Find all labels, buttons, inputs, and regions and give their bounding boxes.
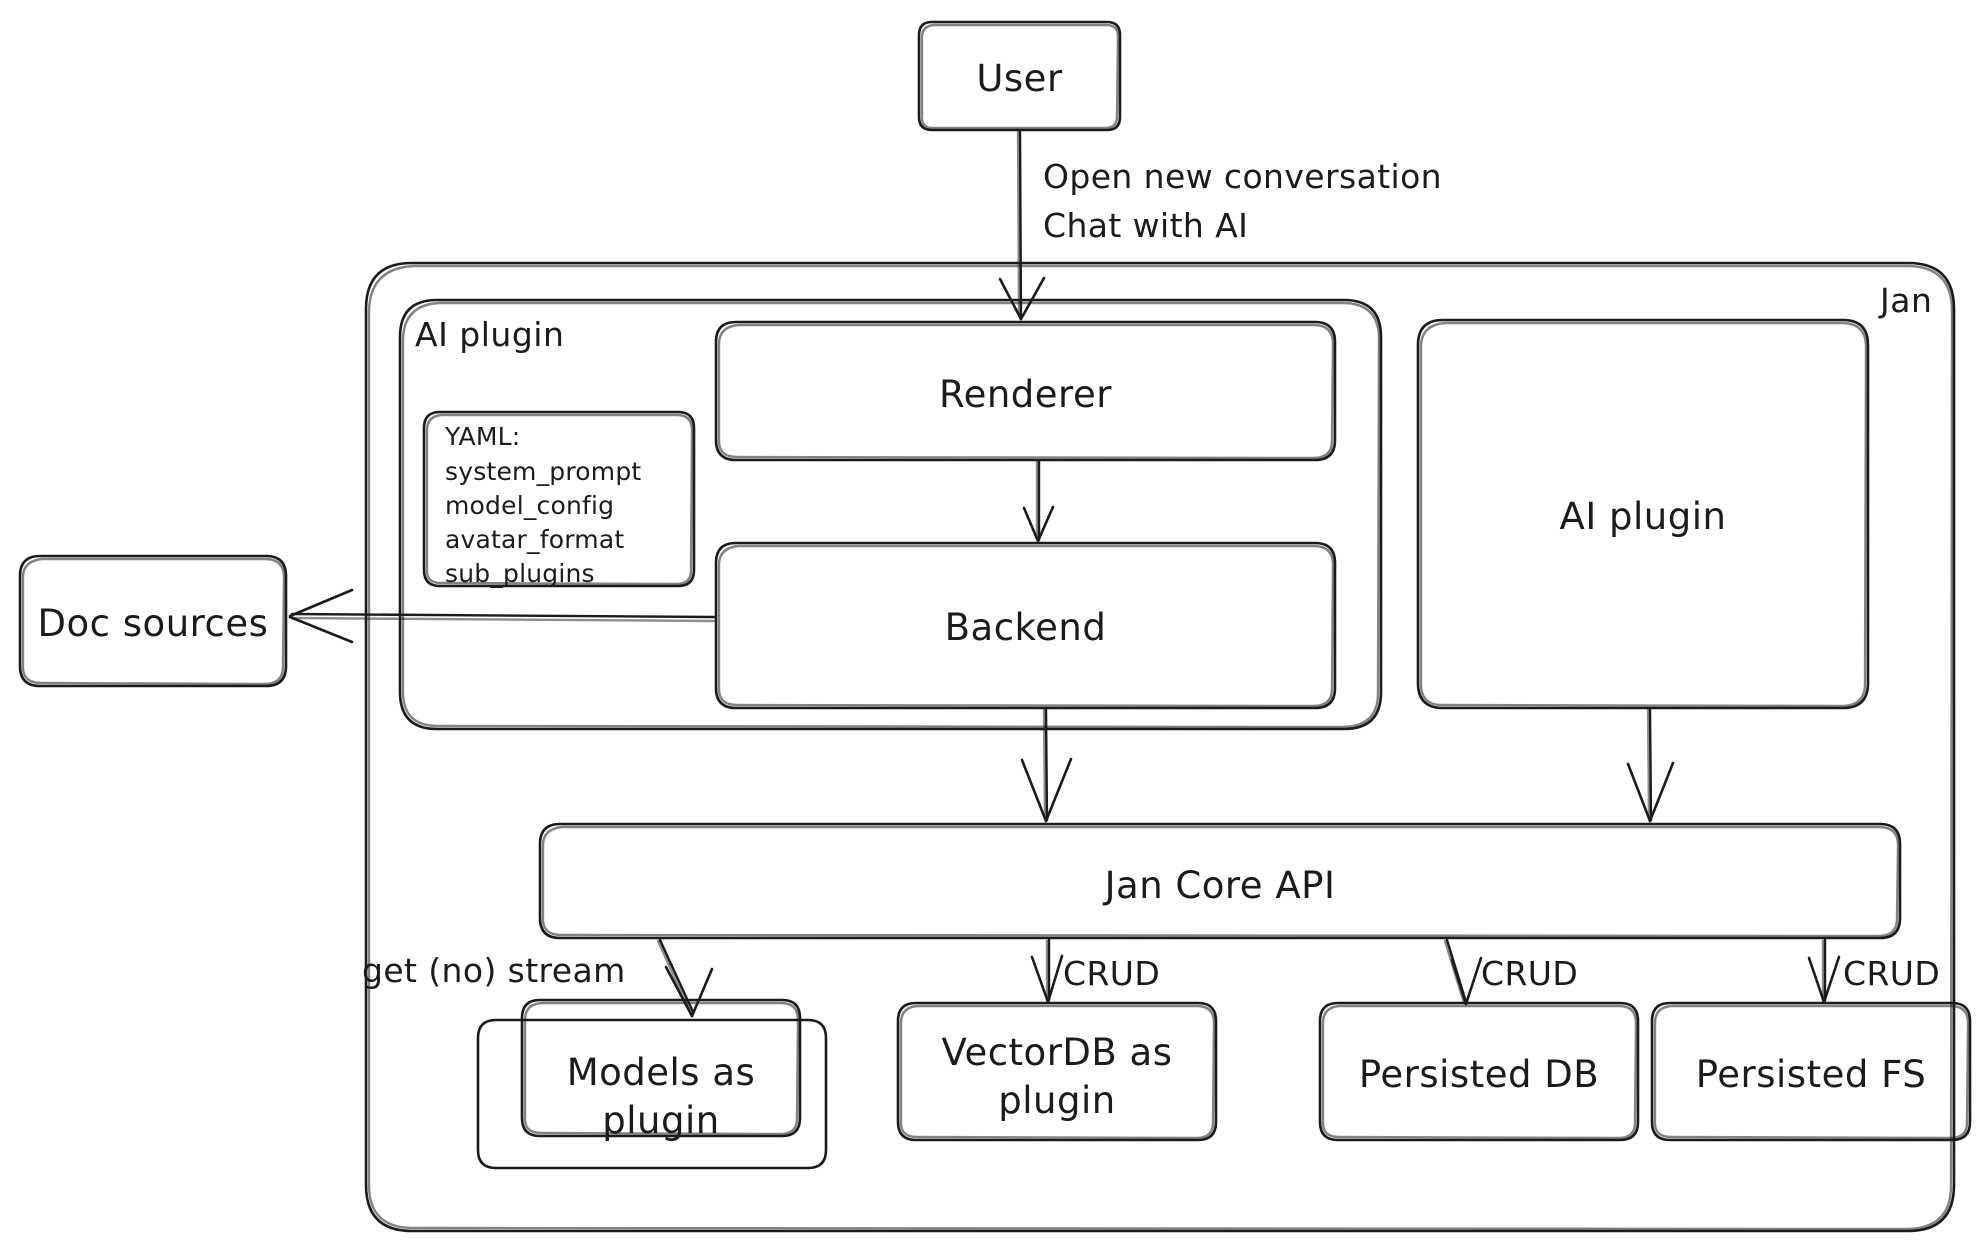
node-vectordb-plugin-outline: [896, 1001, 1218, 1142]
edge-backend-to-jan-core-api: [1020, 707, 1073, 823]
edge-ai-plugin-to-jan-core-api: [1626, 707, 1675, 823]
edge-jan-core-api-to-vectordb-plugin: [1030, 938, 1064, 1004]
node-persisted-fs-outline: [1650, 1001, 1972, 1142]
container-ai-plugin-group-outline: [398, 298, 1383, 731]
edge-jan-core-api-to-persisted-fs: [1807, 938, 1841, 1004]
container-jan-outline: [364, 261, 1956, 1233]
node-persisted-db-outline: [1318, 1001, 1640, 1142]
node-user-outline: [917, 20, 1122, 132]
edge-jan-core-api-to-models-plugin: [656, 938, 714, 1018]
node-models-plugin-outline: [520, 998, 802, 1138]
node-backend-outline: [714, 541, 1337, 710]
node-yaml-note-outline: [422, 410, 696, 588]
edge-user-to-renderer: [998, 129, 1046, 321]
node-renderer-outline: [714, 320, 1337, 462]
node-doc-sources-outline: [18, 554, 288, 688]
node-jan-core-api-outline: [538, 822, 1902, 940]
edge-backend-to-doc-sources: [288, 588, 716, 644]
edge-renderer-to-backend: [1022, 459, 1055, 543]
edge-jan-core-api-to-persisted-db: [1443, 938, 1483, 1006]
node-models-plugin-back-outline: [476, 1018, 828, 1170]
node-ai-plugin-outline: [1416, 318, 1870, 710]
